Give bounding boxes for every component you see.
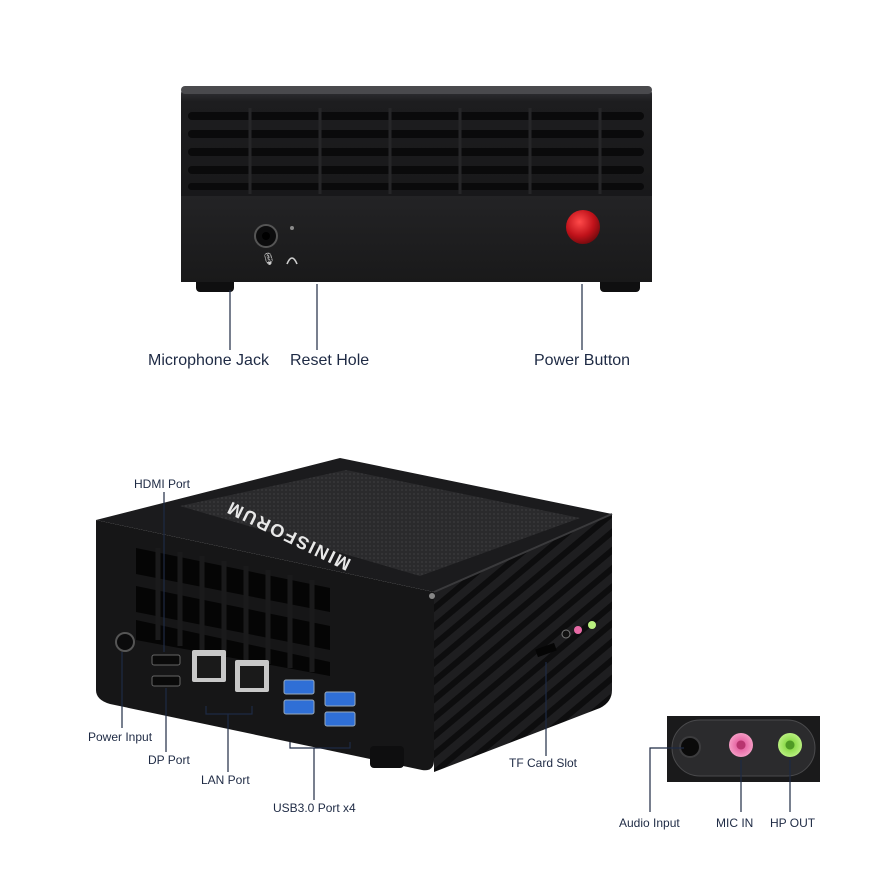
callout-mic-in: MIC IN — [716, 816, 754, 830]
dp-port — [151, 675, 181, 687]
headphone-symbol-icon — [286, 257, 298, 265]
reset-hole — [290, 226, 294, 230]
callout-lan-port: LAN Port — [201, 773, 250, 787]
callout-usb-ports: USB3.0 Port x4 — [273, 801, 356, 815]
mic-in-jack — [729, 733, 753, 757]
callout-hdmi-port: HDMI Port — [134, 477, 191, 491]
tf-card-slot — [535, 642, 557, 658]
mic-symbol-icon: 🎙 — [261, 252, 276, 266]
hp-out-jack — [778, 733, 802, 757]
callout-hp-out: HP OUT — [770, 816, 816, 830]
power-input-port — [115, 632, 135, 652]
usb-ports — [283, 679, 356, 727]
audio-input-jack — [679, 736, 701, 758]
callout-dp-port: DP Port — [148, 753, 190, 767]
hdmi-port — [151, 654, 181, 666]
callout-audio-input: Audio Input — [619, 816, 680, 830]
audio-inset — [667, 716, 820, 782]
callout-microphone-jack: Microphone Jack — [148, 352, 269, 369]
rear-vents — [136, 548, 330, 676]
front-device: 🎙 — [181, 86, 652, 292]
callout-power-button: Power Button — [534, 352, 631, 369]
callout-tf-card-slot: TF Card Slot — [509, 756, 578, 770]
callout-power-input: Power Input — [88, 730, 153, 744]
top-mesh — [180, 470, 580, 576]
callout-reset-hole: Reset Hole — [290, 352, 370, 369]
power-button — [566, 210, 600, 244]
rear-device: MINISFORUM — [96, 458, 613, 772]
